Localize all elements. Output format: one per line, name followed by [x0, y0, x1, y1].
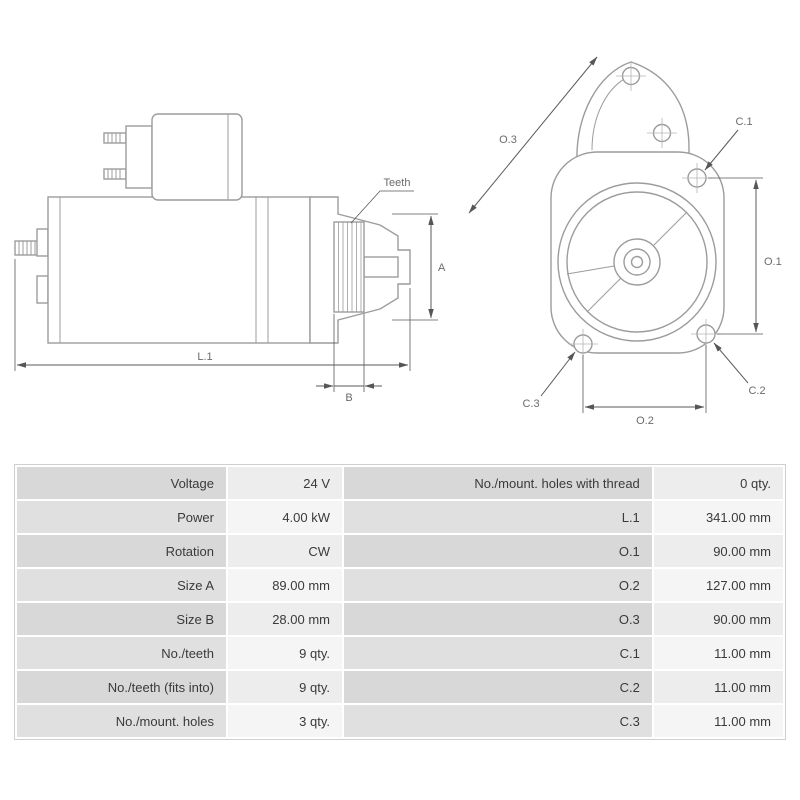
- shaft-center-circle: [630, 255, 644, 269]
- c2-leader-line: [713, 342, 749, 384]
- spec-label-cell: L.1: [344, 501, 652, 533]
- spec-value-cell: 89.00 mm: [228, 569, 342, 601]
- spec-value-cell: 90.00 mm: [653, 603, 783, 635]
- spec-label-cell: No./mount. holes with thread: [344, 467, 652, 499]
- spec-row: No./teeth (fits into) 9 qty. C.2 11.00 m…: [17, 671, 783, 703]
- spec-value-cell: 9 qty.: [228, 671, 342, 703]
- spec-value-cell: 0 qty.: [653, 467, 783, 499]
- solenoid-cap: [125, 125, 153, 189]
- spec-label-cell: C.1: [344, 637, 652, 669]
- spec-value-cell: 24 V: [228, 467, 342, 499]
- side-view: [14, 113, 411, 344]
- teeth-leader-line: [350, 190, 414, 224]
- c3-leader-line: [540, 351, 576, 397]
- c1-leader-line: [704, 129, 739, 171]
- side-view-dimensions: [14, 190, 438, 392]
- starter-motor-diagram: Teeth A L.1 B O.3 O.1 O.2 C.1 C.2 C.3: [14, 56, 782, 427]
- spec-value-cell: 11.00 mm: [653, 705, 783, 737]
- o3-dimension-line: [468, 56, 598, 214]
- spec-label-cell: O.3: [344, 603, 652, 635]
- spec-table-section: Voltage 24 V No./mount. holes with threa…: [0, 462, 800, 740]
- spec-label-cell: No./mount. holes: [17, 705, 226, 737]
- spec-value-cell: 28.00 mm: [228, 603, 342, 635]
- spec-table: Voltage 24 V No./mount. holes with threa…: [14, 464, 786, 740]
- solenoid-body: [151, 113, 243, 201]
- b-label: B: [345, 392, 352, 404]
- spec-value-cell: 127.00 mm: [653, 569, 783, 601]
- spec-row: Rotation CW O.1 90.00 mm: [17, 535, 783, 567]
- o2-extension-lines: [582, 345, 707, 413]
- c3-label: C.3: [522, 398, 539, 410]
- spec-label-cell: No./teeth (fits into): [17, 671, 226, 703]
- pinion-teeth-hatch: [338, 222, 362, 312]
- spec-label-cell: O.2: [344, 569, 652, 601]
- mount-hole-crosshairs: [568, 61, 721, 359]
- spec-label-cell: C.3: [344, 705, 652, 737]
- diagram-labels: Teeth A L.1 B O.3 O.1 O.2 C.1 C.2 C.3: [197, 116, 781, 427]
- product-technical-drawing: Teeth A L.1 B O.3 O.1 O.2 C.1 C.2 C.3: [14, 56, 782, 427]
- front-view: [550, 61, 725, 359]
- spec-label-cell: Power: [17, 501, 226, 533]
- pinion-shaft: [363, 256, 399, 278]
- spoke-lines: [566, 211, 688, 313]
- b-extension-lines: [333, 314, 365, 392]
- rear-tab-lower: [36, 275, 49, 304]
- spec-label-cell: Voltage: [17, 467, 226, 499]
- a-label: A: [438, 262, 446, 274]
- spec-value-cell: CW: [228, 535, 342, 567]
- motor-body: [47, 196, 311, 344]
- l1-extension-lines: [14, 259, 411, 371]
- spec-row: No./mount. holes 3 qty. C.3 11.00 mm: [17, 705, 783, 737]
- solenoid-stud-lower-threads: [107, 169, 121, 179]
- spec-row: Voltage 24 V No./mount. holes with threa…: [17, 467, 783, 499]
- c2-label: C.2: [748, 385, 765, 397]
- spec-label-cell: O.1: [344, 535, 652, 567]
- spec-row: Power 4.00 kW L.1 341.00 mm: [17, 501, 783, 533]
- solenoid-stud-upper-threads: [107, 133, 121, 143]
- spec-label-cell: Size A: [17, 569, 226, 601]
- spec-label-cell: No./teeth: [17, 637, 226, 669]
- a-extension-lines: [392, 213, 438, 321]
- terminal-stud-threads: [18, 241, 36, 255]
- spec-value-cell: 90.00 mm: [653, 535, 783, 567]
- spec-value-cell: 9 qty.: [228, 637, 342, 669]
- spec-value-cell: 341.00 mm: [653, 501, 783, 533]
- spec-label-cell: C.2: [344, 671, 652, 703]
- pinion-gear: [333, 221, 365, 313]
- motor-body-seams: [59, 197, 269, 343]
- spec-value-cell: 11.00 mm: [653, 637, 783, 669]
- teeth-label: Teeth: [384, 177, 411, 189]
- spec-value-cell: 11.00 mm: [653, 671, 783, 703]
- c1-label: C.1: [735, 116, 752, 128]
- spec-value-cell: 3 qty.: [228, 705, 342, 737]
- spec-value-cell: 4.00 kW: [228, 501, 342, 533]
- rear-tab-upper: [36, 228, 49, 257]
- o1-extension-lines: [708, 177, 763, 335]
- spec-label-cell: Size B: [17, 603, 226, 635]
- o2-label: O.2: [636, 415, 654, 427]
- solenoid-stud-upper: [103, 132, 127, 144]
- solenoid-stud-lower: [103, 168, 127, 180]
- spec-row: Size B 28.00 mm O.3 90.00 mm: [17, 603, 783, 635]
- front-view-dimensions: [468, 56, 763, 413]
- spec-row: No./teeth 9 qty. C.1 11.00 mm: [17, 637, 783, 669]
- o3-label: O.3: [499, 134, 517, 146]
- spec-label-cell: Rotation: [17, 535, 226, 567]
- spec-row: Size A 89.00 mm O.2 127.00 mm: [17, 569, 783, 601]
- l1-label: L.1: [197, 351, 212, 363]
- o1-label: O.1: [764, 256, 782, 268]
